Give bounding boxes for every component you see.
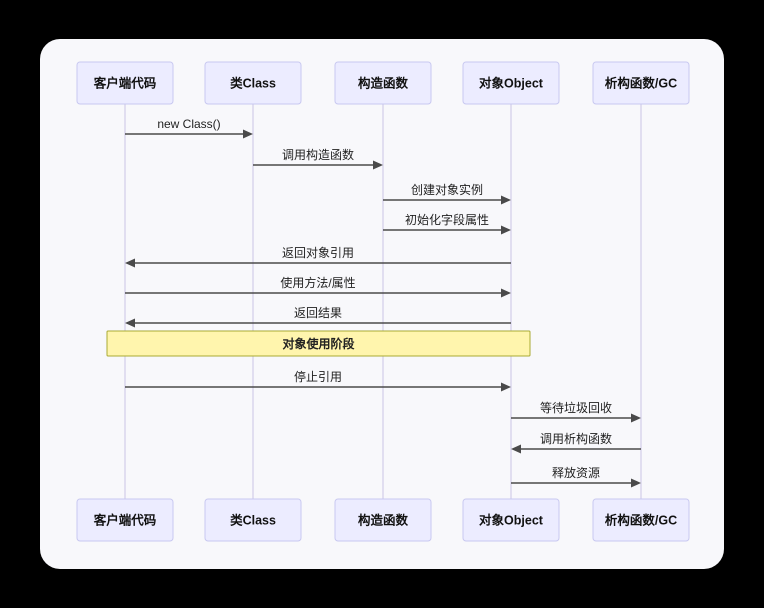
- message-arrowhead-8: [631, 413, 641, 423]
- message-label-0: new Class(): [157, 117, 220, 131]
- actor-label-bottom-client-code: 客户端代码: [93, 513, 157, 528]
- actor-box-top-constructor: [334, 61, 432, 105]
- actor-label-bottom-constructor: 构造函数: [358, 513, 409, 528]
- message-label-9: 调用析构函数: [540, 431, 612, 446]
- actor-box-top-destructor-gc: [592, 61, 690, 105]
- actor-label-bottom-object: 对象Object: [479, 513, 544, 528]
- message-label-4: 返回对象引用: [282, 246, 354, 260]
- message-arrowhead-7: [501, 382, 511, 392]
- message-arrowhead-1: [373, 160, 383, 170]
- note-box: [106, 330, 531, 357]
- message-label-2: 创建对象实例: [411, 182, 483, 197]
- actor-label-bottom-destructor-gc: 析构函数/GC: [605, 513, 677, 528]
- diagram-panel: new Class() 调用构造函数创建对象实例初始化字段属性返回对象引用使用方法…: [40, 39, 724, 569]
- message-arrowhead-3: [501, 225, 511, 235]
- message-arrowhead-9: [511, 444, 521, 454]
- actor-box-bottom-client-code: [76, 498, 174, 542]
- message-label-1: 调用构造函数: [282, 147, 354, 162]
- message-label-3: 初始化字段属性: [405, 212, 489, 227]
- message-arrowhead-6: [125, 318, 135, 328]
- message-label-7: 停止引用: [294, 369, 342, 384]
- actor-label-top-object: 对象Object: [479, 76, 544, 91]
- actor-label-bottom-class: 类Class: [230, 513, 276, 528]
- message-arrowhead-0: [243, 129, 253, 139]
- message-label-10: 释放资源: [552, 465, 600, 480]
- message-label-6: 返回结果: [294, 306, 342, 320]
- note-label: 对象使用阶段: [282, 336, 355, 351]
- message-label-5: 使用方法/属性: [280, 275, 355, 290]
- actor-label-top-class: 类Class: [230, 76, 276, 91]
- actor-box-bottom-constructor: [334, 498, 432, 542]
- actor-label-top-client-code: 客户端代码: [93, 76, 157, 91]
- message-label-8: 等待垃圾回收: [540, 400, 612, 415]
- message-arrowhead-4: [125, 258, 135, 268]
- actor-label-top-destructor-gc: 析构函数/GC: [605, 76, 677, 91]
- sequence-diagram: new Class() 调用构造函数创建对象实例初始化字段属性返回对象引用使用方法…: [76, 61, 690, 542]
- actor-box-top-client-code: [76, 61, 174, 105]
- actor-box-top-class: [204, 61, 302, 105]
- message-arrowhead-10: [631, 478, 641, 488]
- actor-box-bottom-destructor-gc: [592, 498, 690, 542]
- actor-label-top-constructor: 构造函数: [358, 76, 409, 91]
- actor-box-bottom-object: [462, 498, 560, 542]
- actor-box-bottom-class: [204, 498, 302, 542]
- actor-box-top-object: [462, 61, 560, 105]
- message-arrowhead-5: [501, 288, 511, 298]
- message-arrowhead-2: [501, 195, 511, 205]
